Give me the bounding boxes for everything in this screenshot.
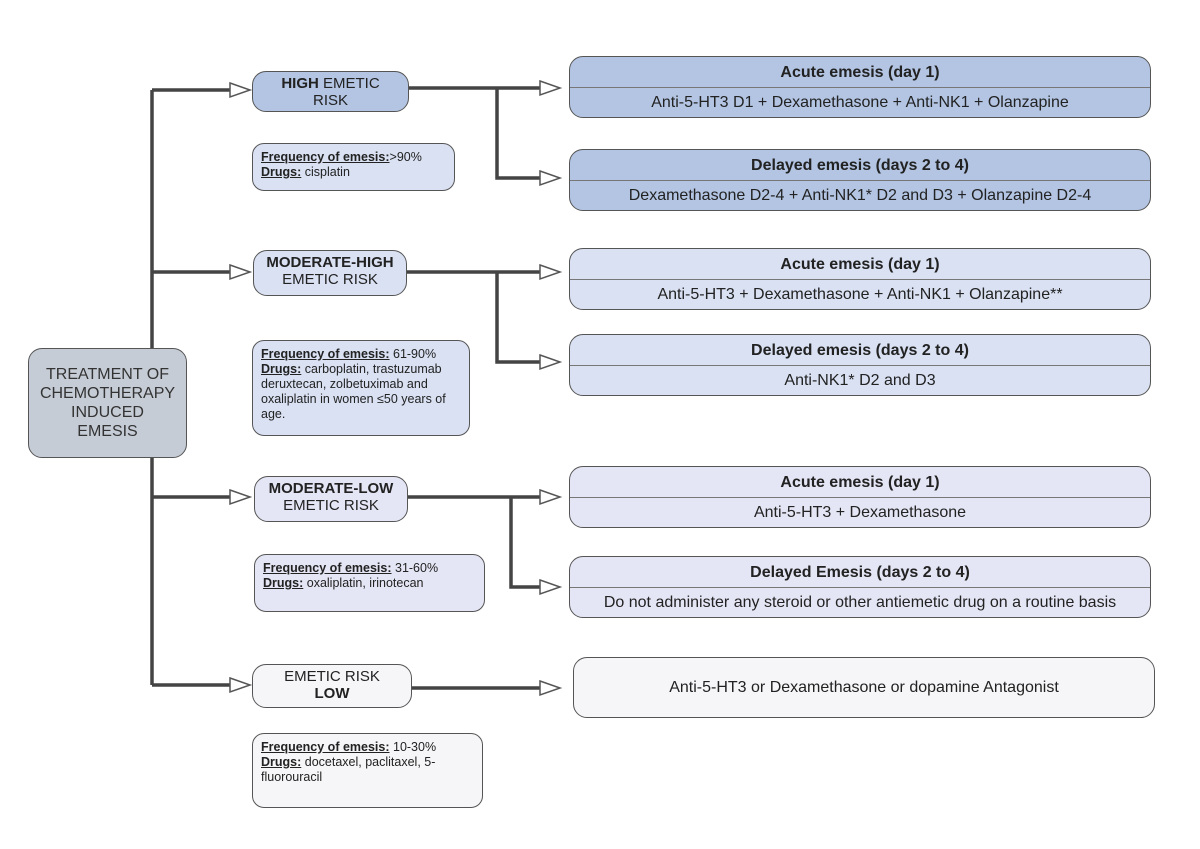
frequency-value: 61-90% <box>389 347 437 361</box>
treatment-title: Acute emesis (day 1) <box>570 249 1150 280</box>
moderate-high-links <box>406 270 540 364</box>
root-line: TREATMENT OF <box>46 366 169 383</box>
risk-label: EMETIC RISK <box>284 668 380 685</box>
treatment-text: Dexamethasone D2-4 + Anti-NK1* D2 and D3… <box>628 187 1092 204</box>
arrow-low-treatment <box>539 679 563 697</box>
treatment-text: Anti-5-HT3 + Dexamethasone + Anti-NK1 + … <box>657 286 1063 303</box>
treatment-ml-delayed: Delayed Emesis (days 2 to 4) Do not admi… <box>569 556 1151 618</box>
trunk-branches <box>152 88 230 687</box>
info-moderate-low: Frequency of emesis: 31-60% Drugs: oxali… <box>254 554 485 612</box>
risk-label: EMETIC <box>318 75 380 92</box>
treatment-text: Do not administer any steroid or other a… <box>603 594 1117 611</box>
root-line: INDUCED <box>71 404 144 421</box>
drugs-value: docetaxel, paclitaxel, 5-fluorouracil <box>261 755 436 784</box>
arrow-high-acute <box>539 79 563 97</box>
treatment-text: Anti-5-HT3 D1 + Dexamethasone + Anti-NK1… <box>651 94 1069 111</box>
arrow-low <box>229 676 253 694</box>
treatment-title: Delayed emesis (days 2 to 4) <box>570 150 1150 181</box>
moderate-low-links <box>408 495 540 589</box>
frequency-value: >90% <box>389 150 422 164</box>
risk-node-high: HIGH EMETIC RISK <box>252 71 409 112</box>
arrow-ml-acute <box>539 488 563 506</box>
drugs-value: cisplatin <box>301 165 350 179</box>
arrow-moderate-high <box>229 263 253 281</box>
risk-label-bold: MODERATE-HIGH <box>266 254 394 271</box>
risk-label: EMETIC RISK <box>283 497 379 514</box>
drugs-label: Drugs: <box>261 165 302 179</box>
frequency-value: 31-60% <box>391 561 439 575</box>
info-low: Frequency of emesis: 10-30% Drugs: docet… <box>252 733 483 808</box>
risk-node-low: EMETIC RISK LOW <box>252 664 412 708</box>
arrow-mh-acute <box>539 263 563 281</box>
drugs-label: Drugs: <box>263 576 304 590</box>
arrow-moderate-low <box>229 488 253 506</box>
treatment-title: Delayed emesis (days 2 to 4) <box>570 335 1150 366</box>
risk-label: EMETIC RISK <box>282 271 378 288</box>
arrow-high-delayed <box>539 169 563 187</box>
treatment-high-acute: Acute emesis (day 1) Anti-5-HT3 D1 + Dex… <box>569 56 1151 118</box>
root-node: TREATMENT OF CHEMOTHERAPY INDUCED EMESIS <box>28 348 187 458</box>
drugs-label: Drugs: <box>261 755 302 769</box>
treatment-title: Delayed Emesis (days 2 to 4) <box>570 557 1150 588</box>
treatment-mh-delayed: Delayed emesis (days 2 to 4) Anti-NK1* D… <box>569 334 1151 396</box>
frequency-label: Frequency of emesis: <box>261 740 390 754</box>
arrow-high <box>229 81 253 99</box>
risk-label: RISK <box>312 92 348 109</box>
treatment-title: Acute emesis (day 1) <box>570 57 1150 88</box>
root-line: EMESIS <box>77 423 138 440</box>
risk-label-bold: LOW <box>314 685 350 702</box>
treatment-text: Anti-5-HT3 + Dexamethasone <box>753 504 967 521</box>
risk-label-bold: HIGH <box>281 75 319 92</box>
info-moderate-high: Frequency of emesis: 61-90% Drugs: carbo… <box>252 340 470 436</box>
high-links <box>408 86 540 180</box>
treatment-text: Anti-5-HT3 or Dexamethasone or dopamine … <box>669 678 1059 696</box>
drugs-value: oxaliplatin, irinotecan <box>303 576 424 590</box>
frequency-label: Frequency of emesis: <box>261 347 390 361</box>
drugs-label: Drugs: <box>261 362 302 376</box>
treatment-title: Acute emesis (day 1) <box>570 467 1150 498</box>
frequency-label: Frequency of emesis: <box>263 561 392 575</box>
risk-label-bold: MODERATE-LOW <box>268 480 394 497</box>
treatment-mh-acute: Acute emesis (day 1) Anti-5-HT3 + Dexame… <box>569 248 1151 310</box>
risk-node-moderate-low: MODERATE-LOW EMETIC RISK <box>254 476 408 522</box>
treatment-text: Anti-NK1* D2 and D3 <box>784 372 936 389</box>
drugs-value: carboplatin, trastuzumab deruxtecan, zol… <box>261 362 446 421</box>
arrow-ml-delayed <box>539 578 563 596</box>
root-line: CHEMOTHERAPY <box>39 385 176 402</box>
treatment-high-delayed: Delayed emesis (days 2 to 4) Dexamethaso… <box>569 149 1151 211</box>
arrow-mh-delayed <box>539 353 563 371</box>
risk-node-moderate-high: MODERATE-HIGH EMETIC RISK <box>253 250 407 296</box>
treatment-low: Anti-5-HT3 or Dexamethasone or dopamine … <box>573 657 1155 718</box>
frequency-label: Frequency of emesis: <box>261 150 390 164</box>
treatment-ml-acute: Acute emesis (day 1) Anti-5-HT3 + Dexame… <box>569 466 1151 528</box>
frequency-value: 10-30% <box>389 740 437 754</box>
info-high: Frequency of emesis:>90% Drugs: cisplati… <box>252 143 455 191</box>
